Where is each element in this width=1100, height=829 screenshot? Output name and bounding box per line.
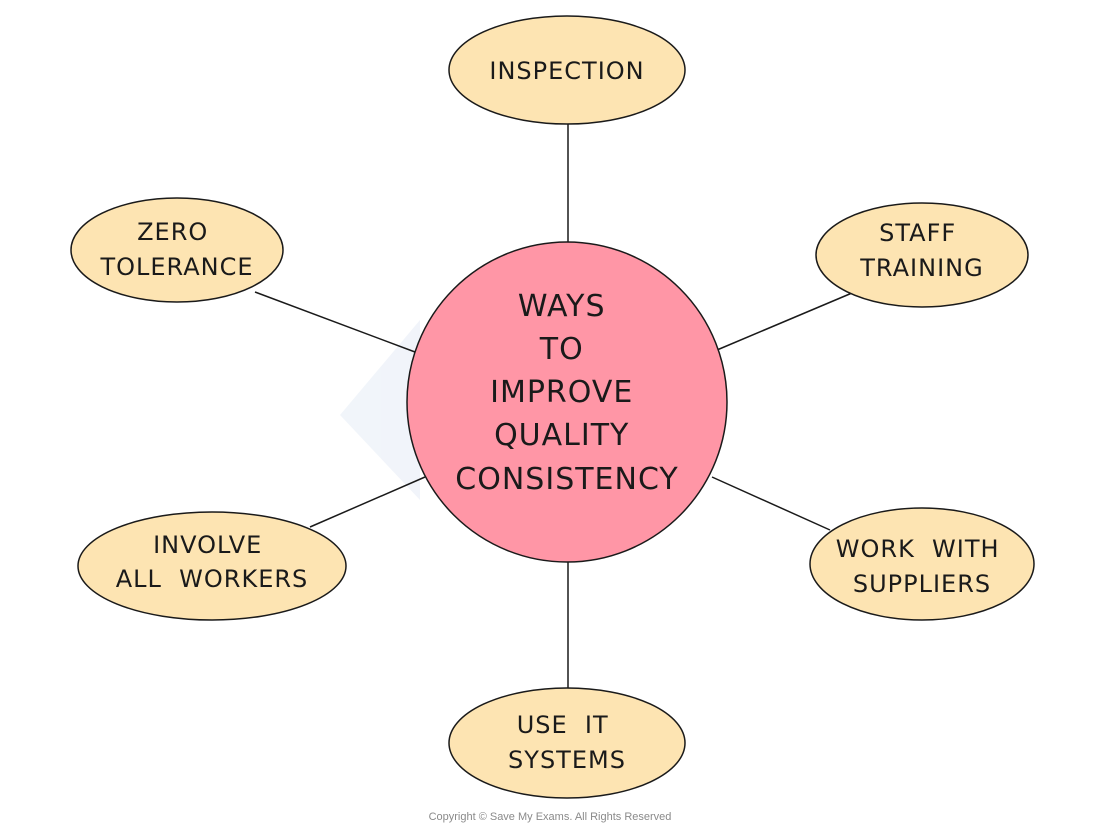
connector-involve-all-workers — [309, 476, 426, 528]
connector-work-with-suppliers — [711, 476, 831, 531]
node-label-line: WORK WITH — [836, 535, 1000, 563]
center-circle — [406, 241, 728, 563]
node-label-line: INVOLVE — [153, 531, 262, 559]
node-ellipse — [77, 511, 347, 621]
node-ellipse — [70, 197, 284, 303]
node-ellipse — [809, 507, 1035, 621]
center-line: CONSISTENCY — [455, 462, 678, 497]
copyright-notice: Copyright © Save My Exams. All Rights Re… — [429, 811, 672, 823]
node-zero-tolerance: ZERO TOLERANCE — [70, 197, 284, 303]
node-staff-training: STAFF TRAINING — [815, 202, 1029, 308]
node-label-line: ALL WORKERS — [116, 565, 309, 593]
center-line: WAYS — [518, 289, 606, 324]
node-ellipse — [448, 15, 686, 125]
connector-zero-tolerance — [254, 291, 416, 353]
node-label-line: SYSTEMS — [508, 746, 626, 774]
node-label-line: STAFF — [879, 219, 956, 247]
node-label-line: SUPPLIERS — [853, 570, 991, 598]
node-label: INVOLVE ALL WORKERS — [116, 531, 309, 593]
node-involve-all-workers: INVOLVE ALL WORKERS — [77, 511, 347, 621]
connector-lines — [254, 124, 853, 690]
node-ellipse — [815, 202, 1029, 308]
center-line: TO — [539, 332, 584, 367]
center-title: WAYS TO IMPROVE QUALITY CONSISTENCY — [455, 289, 678, 497]
node-work-with-suppliers: WORK WITH SUPPLIERS — [809, 507, 1035, 621]
center-node: WAYS TO IMPROVE QUALITY CONSISTENCY — [406, 241, 728, 563]
node-label-line: TOLERANCE — [99, 253, 253, 281]
node-ellipse — [448, 687, 686, 799]
node-label-line: USE IT — [517, 711, 609, 739]
node-inspection: INSPECTION — [448, 15, 686, 125]
center-line: IMPROVE — [490, 375, 633, 410]
center-line: QUALITY — [494, 418, 629, 453]
node-label: INSPECTION — [489, 57, 644, 85]
node-label-line: INSPECTION — [489, 57, 644, 85]
connector-staff-training — [716, 292, 853, 351]
node-label: STAFF TRAINING — [859, 219, 983, 282]
node-label: USE IT SYSTEMS — [508, 711, 626, 774]
node-label-line: TRAINING — [859, 254, 983, 282]
node-use-it-systems: USE IT SYSTEMS — [448, 687, 686, 799]
node-label: ZERO TOLERANCE — [99, 218, 253, 281]
node-label: WORK WITH SUPPLIERS — [836, 535, 1008, 598]
node-label-line: ZERO — [137, 218, 208, 246]
